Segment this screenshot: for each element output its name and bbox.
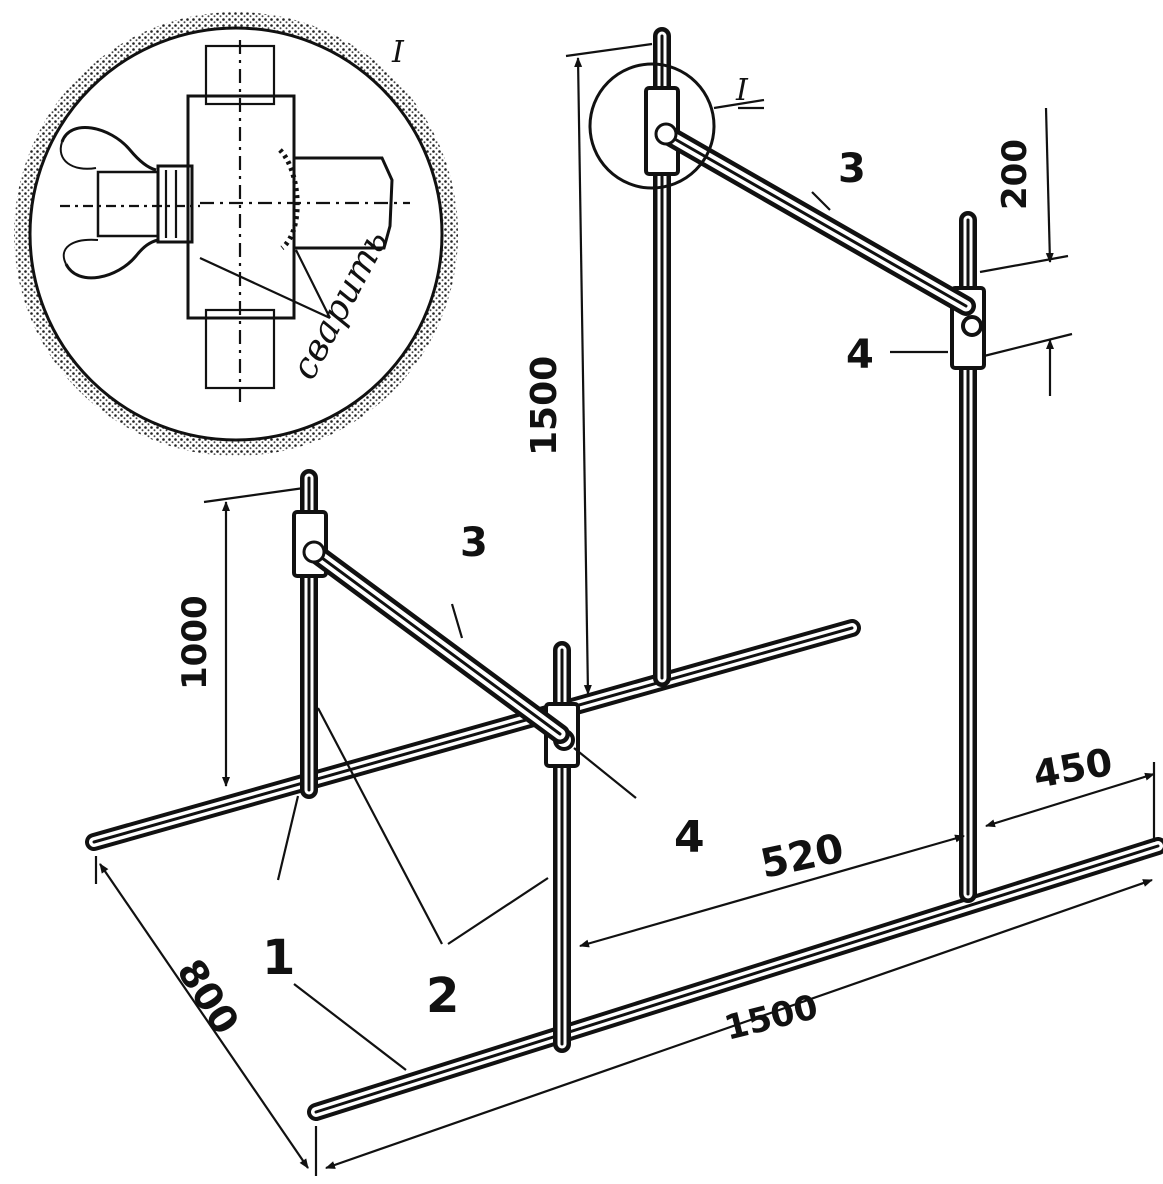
dim-base-width: 800 xyxy=(168,951,247,1042)
base-tube-left xyxy=(85,619,861,851)
detail-vertical-tube xyxy=(186,40,296,408)
dimension-lines xyxy=(94,42,1156,1176)
post-rear-right xyxy=(950,211,986,903)
part-label-1-front: 1 xyxy=(262,930,295,986)
part-label-4-rear: 4 xyxy=(846,332,874,378)
crossbar-front xyxy=(302,540,570,744)
part-label-4-front: 4 xyxy=(674,812,705,863)
part-label-3-rear: 3 xyxy=(838,146,866,192)
dim-rear-post-height: 1500 xyxy=(524,356,565,456)
detail-callout-label: I xyxy=(391,35,405,70)
dim-clamp-adjust: 200 xyxy=(995,139,1035,210)
detail-horizontal-tube xyxy=(200,148,410,250)
dim-post-spacing: 520 xyxy=(757,825,848,887)
dim-base-length: 1500 xyxy=(721,987,823,1049)
part-label-3-front: 3 xyxy=(460,520,488,566)
detail-wing-nut xyxy=(59,126,200,280)
detail-view: сварить I xyxy=(14,12,458,456)
dim-front-post-height: 1000 xyxy=(175,595,215,690)
weld-leaders xyxy=(199,249,331,319)
detail-inner xyxy=(28,26,444,442)
part-label-2: 2 xyxy=(426,968,459,1024)
crossbar-rear xyxy=(654,122,976,316)
post-front-right xyxy=(544,641,580,1053)
part-label-1-detail: I xyxy=(735,73,749,108)
dim-post-to-end: 450 xyxy=(1030,740,1116,797)
post-front-left xyxy=(292,469,328,799)
